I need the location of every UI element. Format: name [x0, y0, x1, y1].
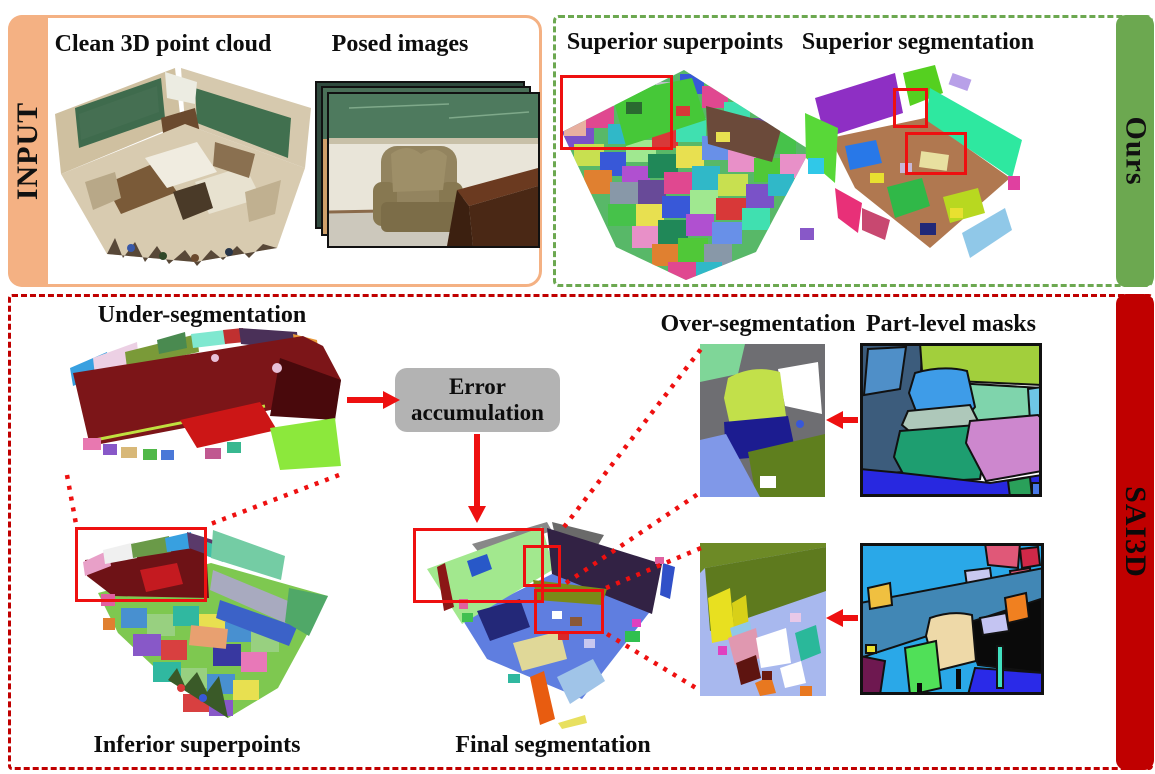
input-panel: INPUT — [8, 15, 542, 287]
input-label: INPUT — [11, 101, 44, 201]
input-label-bar: INPUT — [8, 15, 48, 287]
final-segmentation-image — [427, 522, 675, 729]
title-superior-superpoints: Superior superpoints — [566, 29, 784, 55]
ours-panel: Ours — [553, 15, 1154, 287]
highlight-rect-final-medium — [534, 589, 604, 634]
title-part-level-masks: Part-level masks — [866, 311, 1036, 337]
over-segmentation-chair-image — [700, 344, 825, 497]
superpoints-image — [562, 70, 810, 280]
highlight-rect-superpoints — [560, 75, 673, 150]
part-level-mask-chair-image — [860, 343, 1042, 497]
part-level-mask-table-image — [860, 543, 1044, 695]
sai3d-panel: SAI3D — [8, 294, 1154, 770]
part-level-mask-chair-shapes — [860, 343, 1042, 497]
title-over-segmentation: Over-segmentation — [660, 311, 856, 337]
error-box-line1: Error — [448, 373, 507, 399]
sai3d-label-bar: SAI3D — [1116, 294, 1154, 770]
title-posed-images: Posed images — [331, 31, 469, 57]
sai3d-label: SAI3D — [1119, 486, 1153, 578]
title-superior-segmentation: Superior segmentation — [801, 29, 1035, 55]
caption-final-segmentation: Final segmentation — [455, 732, 651, 758]
caption-inferior-superpoints: Inferior superpoints — [93, 732, 301, 758]
over-segmentation-table-image — [700, 543, 826, 696]
point-cloud-shapes — [55, 68, 311, 266]
point-cloud-image — [55, 68, 311, 266]
segmentation-shapes — [800, 65, 1022, 258]
posed-image-front — [327, 92, 540, 248]
final-segmentation-shapes — [427, 522, 675, 729]
part-level-mask-table-shapes — [860, 543, 1044, 695]
highlight-rect-final-large — [413, 528, 544, 603]
highlight-rect-inferior — [75, 527, 207, 602]
error-box-line2: accumulation — [411, 400, 544, 425]
ours-label-bar: Ours — [1116, 15, 1154, 287]
over-segmentation-chair-shapes — [700, 344, 825, 497]
highlight-rect-segmentation-2 — [905, 132, 967, 175]
under-segmentation-shapes — [70, 328, 341, 470]
highlight-rect-final-small — [523, 545, 561, 587]
under-segmentation-image — [70, 328, 341, 470]
segmentation-image — [800, 65, 1022, 258]
title-point-cloud: Clean 3D point cloud — [54, 31, 272, 57]
title-under-segmentation: Under-segmentation — [97, 302, 307, 328]
over-segmentation-table-shapes — [700, 543, 826, 696]
ours-label: Ours — [1119, 116, 1153, 186]
highlight-rect-segmentation-1 — [893, 88, 928, 128]
error-accumulation-box: Error accumulation — [395, 368, 560, 432]
posed-photo-shapes — [329, 94, 538, 246]
